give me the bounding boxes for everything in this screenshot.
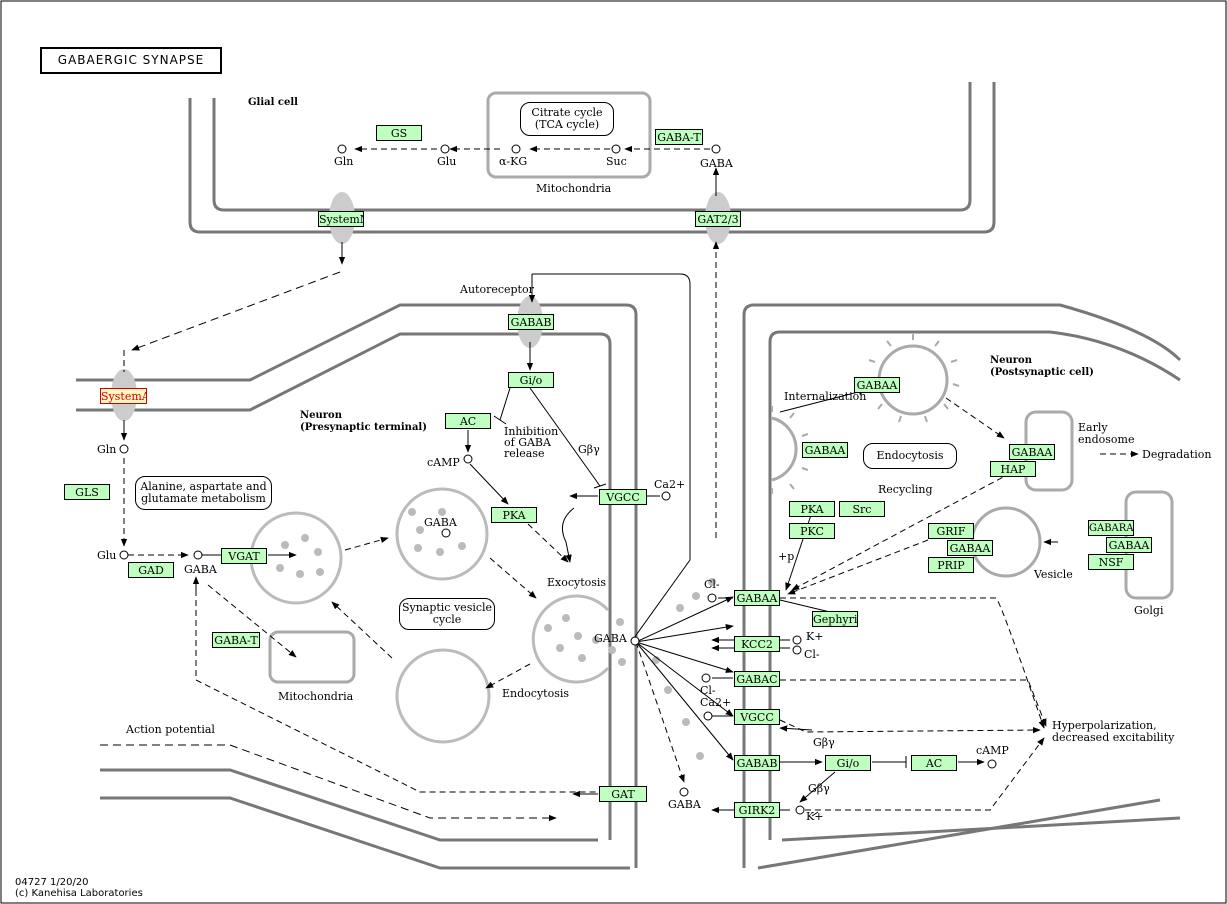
compound-gaba-gat[interactable]: GABA	[668, 798, 701, 811]
gene-gaba-t-glial[interactable]: GABA-T	[655, 129, 703, 145]
gene-gad[interactable]: GAD	[128, 562, 174, 578]
gene-nsf[interactable]: NSF	[1088, 554, 1134, 570]
gene-pka-post[interactable]: PKA	[789, 501, 835, 517]
endocytosis-pre-label: Endocytosis	[502, 687, 570, 700]
glial-cell-label: Glial cell	[248, 97, 298, 108]
compound-circles	[119, 144, 997, 815]
gene-gio-post[interactable]: Gi/o	[825, 755, 871, 771]
membranes	[76, 82, 1182, 870]
presyn-vesicles	[249, 487, 610, 744]
clathrin-spikes	[771, 334, 960, 494]
vesicle-label: Vesicle	[1034, 568, 1073, 581]
presyn-label: Neuron (Presynaptic terminal)	[300, 410, 427, 433]
map-title: GABAERGIC SYNAPSE	[40, 47, 222, 74]
gene-gs[interactable]: GS	[376, 125, 422, 141]
gene-gabaa-main[interactable]: GABAA	[734, 590, 780, 606]
compound-k-kcc2[interactable]: K+	[806, 630, 824, 643]
exocytosis-label: Exocytosis	[547, 576, 607, 589]
compound-cl-gabaa[interactable]: Cl-	[704, 578, 720, 591]
gene-ac-post[interactable]: AC	[911, 755, 957, 771]
gene-gephyrin[interactable]: Gephyrin	[812, 611, 858, 627]
compound-k-girk2[interactable]: K+	[806, 810, 824, 823]
gene-gabaa-internalization[interactable]: GABAA	[854, 377, 900, 393]
gby-post1-label: Gβγ	[813, 736, 835, 749]
gene-gaba-t-pre[interactable]: GABA-T	[212, 632, 260, 648]
inhibition-label: Inhibition of GABA release	[504, 425, 559, 460]
gene-gls[interactable]: GLS	[64, 484, 110, 500]
gene-gabaa-early-endosome[interactable]: GABAA	[1009, 444, 1055, 460]
gene-gabab-post[interactable]: GABAB	[734, 755, 780, 771]
ala-asp-glu-pathway-link[interactable]: Alanine, aspartate and glutamate metabol…	[135, 476, 272, 510]
gene-gat23[interactable]: GAT2/3	[695, 211, 741, 227]
compound-gaba-glial[interactable]: GABA	[700, 157, 733, 170]
arrows	[100, 145, 1139, 822]
glial-mito-label: Mitochondria	[536, 182, 612, 195]
gene-vgcc-post[interactable]: VGCC	[734, 709, 780, 725]
gene-hap[interactable]: HAP	[990, 461, 1036, 477]
copyright: (c) Kanehisa Laboratories	[15, 888, 143, 899]
action-potential-label: Action potential	[126, 723, 215, 736]
gene-pka-pre[interactable]: PKA	[491, 507, 537, 523]
compound-camp-post[interactable]: cAMP	[976, 744, 1009, 757]
gene-vgcc-pre[interactable]: VGCC	[599, 489, 647, 505]
gene-gabab-pre[interactable]: GABAB	[508, 314, 554, 330]
compound-ca-post[interactable]: Ca2+	[700, 696, 732, 709]
synaptic-vesicle-pathway-link[interactable]: Synaptic vesicle cycle	[399, 598, 495, 630]
gene-kcc2[interactable]: KCC2	[734, 636, 780, 652]
glial-mitochondria	[486, 91, 652, 179]
compound-camp-pre[interactable]: cAMP	[427, 456, 460, 469]
compound-ca-pre[interactable]: Ca2+	[654, 478, 686, 491]
compound-cl-gabac[interactable]: Cl-	[700, 684, 716, 697]
pre-mito-label: Mitochondria	[278, 690, 354, 703]
gene-girk2[interactable]: GIRK2	[734, 802, 780, 818]
gby-pre-label: Gβγ	[578, 443, 600, 456]
autoreceptor-label: Autoreceptor	[460, 283, 534, 296]
gene-gio-pre[interactable]: Gi/o	[508, 372, 554, 388]
gene-systema[interactable]: SystemA	[100, 388, 147, 404]
hyperpolarization-label: Hyperpolarization, decreased excitabilit…	[1052, 719, 1175, 744]
compound-gaba-vesicle[interactable]: GABA	[424, 516, 457, 529]
map-id-date: 04727 1/20/20	[15, 877, 89, 888]
gene-gabaa-endocytic[interactable]: GABAA	[802, 442, 848, 458]
gene-src[interactable]: Src	[839, 501, 885, 517]
golgi-label: Golgi	[1134, 604, 1164, 617]
compound-suc[interactable]: Suc	[606, 155, 627, 168]
gene-vgat[interactable]: VGAT	[221, 548, 267, 564]
degradation-label: Degradation	[1142, 448, 1212, 461]
gby-post2-label: Gβγ	[808, 782, 830, 795]
gene-gabaa-vesicle[interactable]: GABAA	[947, 540, 993, 556]
gene-gabarap[interactable]: GABARAP	[1088, 520, 1134, 536]
compound-glu-pre[interactable]: Glu	[97, 549, 117, 562]
gene-gat[interactable]: GAT	[599, 786, 647, 802]
phosphorylation-label: +p	[778, 550, 795, 563]
compound-akg[interactable]: α-KG	[499, 155, 528, 168]
postsyn-label: Neuron (Postsynaptic cell)	[990, 355, 1094, 378]
vesicle-dots	[276, 508, 716, 760]
compound-gaba-pre[interactable]: GABA	[184, 563, 217, 576]
gene-pkc[interactable]: PKC	[789, 523, 835, 539]
recycling-label: Recycling	[878, 483, 933, 496]
gene-prip[interactable]: PRIP	[928, 557, 974, 573]
gene-grif[interactable]: GRIF	[928, 523, 974, 539]
early-endosome-label: Early endosome	[1078, 421, 1135, 446]
tca-pathway-link[interactable]: Citrate cycle (TCA cycle)	[520, 102, 614, 136]
compound-gaba-cleft[interactable]: GABA	[594, 632, 627, 645]
internalization-label: Internalization	[784, 390, 867, 403]
compound-cl-kcc2[interactable]: Cl-	[804, 648, 820, 661]
pre-mitochondria	[268, 630, 356, 684]
gene-ac-pre[interactable]: AC	[445, 413, 491, 429]
gene-systemn[interactable]: SystemN	[318, 211, 364, 227]
gene-gabaa-golgi[interactable]: GABAA	[1106, 537, 1152, 553]
compound-gln-glial[interactable]: Gln	[334, 155, 354, 168]
endocytosis-pathway-link[interactable]: Endocytosis	[863, 443, 957, 469]
compound-glu-glial[interactable]: Glu	[437, 155, 457, 168]
gene-gabac[interactable]: GABAC	[734, 671, 780, 687]
compound-gln-pre[interactable]: Gln	[97, 443, 117, 456]
